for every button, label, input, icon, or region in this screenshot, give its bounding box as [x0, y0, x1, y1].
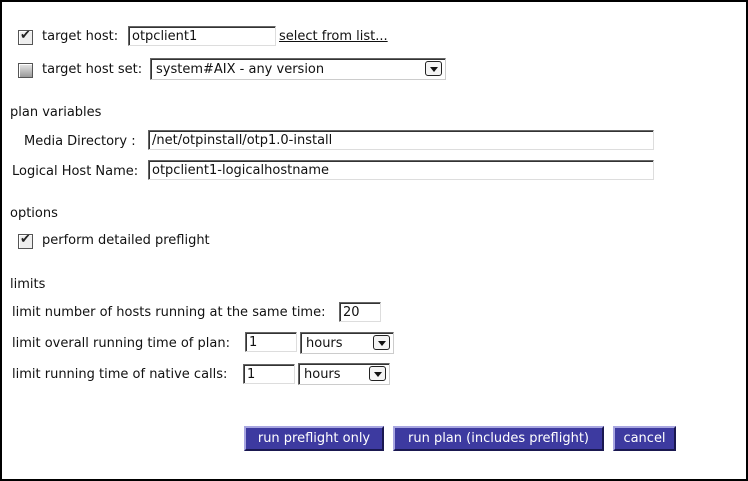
cancel-button[interactable]: cancel	[613, 426, 676, 451]
media-directory-input[interactable]: /net/otpinstall/otp1.0-install	[148, 130, 654, 150]
logical-host-name-label: Logical Host Name:	[12, 164, 139, 179]
run-plan-button[interactable]: run plan (includes preflight)	[393, 426, 604, 451]
target-host-set-value: system#AIX - any version	[156, 62, 325, 77]
limit-native-time-label: limit running time of native calls:	[12, 367, 228, 382]
target-host-set-select[interactable]: system#AIX - any version	[150, 58, 446, 80]
target-host-checkbox[interactable]	[18, 28, 33, 45]
limit-native-time-input[interactable]: 1	[243, 364, 295, 384]
target-host-label: target host:	[42, 29, 119, 44]
target-host-input[interactable]: otpclient1	[128, 26, 276, 46]
run-preflight-button[interactable]: run preflight only	[244, 426, 384, 451]
target-host-set-checkbox[interactable]	[18, 63, 33, 78]
detailed-preflight-checkbox[interactable]	[18, 232, 33, 249]
chevron-down-icon[interactable]	[425, 61, 442, 76]
limit-plan-time-input[interactable]: 1	[245, 332, 297, 352]
limit-hosts-label: limit number of hosts running at the sam…	[12, 305, 326, 320]
options-heading: options	[10, 206, 58, 221]
chevron-down-icon[interactable]	[369, 366, 386, 381]
plan-time-unit-select[interactable]: hours	[300, 332, 394, 354]
limit-hosts-input[interactable]: 20	[339, 302, 381, 322]
logical-host-name-input[interactable]: otpclient1-logicalhostname	[148, 160, 654, 180]
chevron-down-icon[interactable]	[373, 335, 390, 350]
target-host-set-label: target host set:	[42, 62, 143, 77]
limits-heading: limits	[10, 277, 46, 292]
detailed-preflight-label: perform detailed preflight	[42, 233, 210, 248]
plan-time-unit-value: hours	[306, 336, 343, 351]
native-time-unit-value: hours	[304, 367, 341, 382]
native-time-unit-select[interactable]: hours	[298, 363, 390, 385]
limit-plan-time-label: limit overall running time of plan:	[12, 336, 230, 351]
media-directory-label: Media Directory :	[24, 134, 136, 149]
select-from-list-link[interactable]: select from list...	[279, 29, 388, 44]
plan-variables-heading: plan variables	[10, 105, 102, 120]
